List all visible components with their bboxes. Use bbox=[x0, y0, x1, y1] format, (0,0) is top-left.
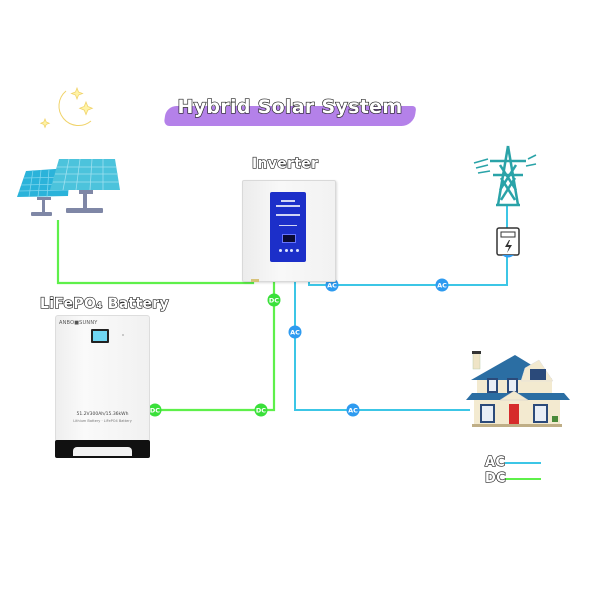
battery-subtitle: Lithium Battery · LiFePO4 Battery bbox=[73, 419, 132, 423]
battery-label: LiFePO₄ Battery bbox=[39, 295, 169, 312]
svg-text:DC: DC bbox=[269, 297, 279, 305]
battery-spec: 51.2V300Ah/15.36kWh bbox=[76, 412, 129, 417]
inverter-display-panel bbox=[270, 192, 306, 262]
inverter-icon bbox=[242, 180, 336, 282]
battery-base bbox=[55, 440, 150, 458]
dc-wiring bbox=[56, 220, 276, 412]
battery-handle bbox=[73, 447, 132, 456]
ac-badge-grid: AC bbox=[435, 278, 449, 292]
battery-screen bbox=[91, 329, 109, 343]
dc-badge-battery-left: DC bbox=[148, 403, 162, 417]
dc-line-battery bbox=[149, 281, 276, 412]
ac-line-grid bbox=[308, 205, 508, 286]
legend-dc-label: DC bbox=[484, 470, 506, 486]
inverter-leds bbox=[279, 249, 299, 252]
solar-panel-icon bbox=[17, 158, 120, 216]
diagram-title: Hybrid Solar System bbox=[177, 95, 403, 118]
battery-power-button bbox=[122, 334, 124, 336]
ac-line-house bbox=[294, 281, 470, 411]
electric-meter-icon bbox=[496, 227, 520, 258]
svg-text:AC: AC bbox=[437, 282, 447, 290]
inverter-label: Inverter bbox=[251, 155, 319, 172]
svg-text:DC: DC bbox=[150, 407, 160, 415]
power-tower-icon bbox=[473, 145, 537, 207]
svg-text:DC: DC bbox=[256, 407, 266, 415]
battery-brand: ANBO■SUNNY bbox=[59, 320, 98, 326]
battery-icon: ANBO■SUNNY 51.2V300Ah/15.36kWh Lithium B… bbox=[55, 315, 150, 442]
moon-stars-icon bbox=[39, 86, 94, 129]
inverter-screen bbox=[282, 234, 296, 243]
svg-text:AC: AC bbox=[327, 282, 337, 290]
house-icon bbox=[466, 351, 570, 427]
dc-badge-inverter: DC bbox=[267, 293, 281, 307]
inverter-dc-port bbox=[251, 279, 259, 282]
svg-text:AC: AC bbox=[290, 329, 300, 337]
ac-badge-house: AC bbox=[346, 403, 360, 417]
legend-ac-label: AC bbox=[484, 454, 506, 470]
dc-badge-battery-right: DC bbox=[254, 403, 268, 417]
dc-line-solar bbox=[56, 220, 255, 285]
ac-badge-inverter-house: AC bbox=[288, 325, 302, 339]
svg-text:AC: AC bbox=[348, 407, 358, 415]
